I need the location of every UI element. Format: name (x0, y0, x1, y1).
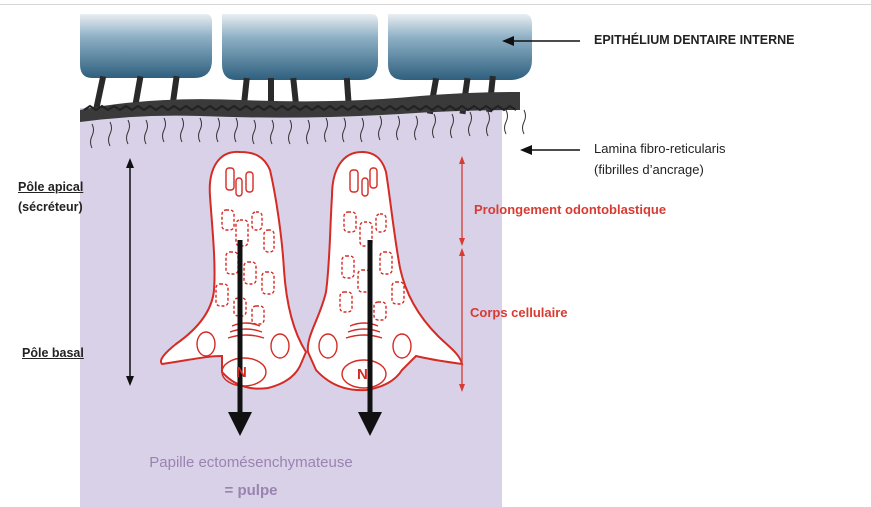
pole-basal-label: Pôle basal (22, 346, 84, 360)
lamina-label-line1: Lamina fibro-reticularis (594, 141, 726, 156)
corps-cellulaire-label: Corps cellulaire (470, 305, 568, 320)
pulp-region (80, 108, 502, 507)
epithelium-label: EPITHÉLIUM DENTAIRE INTERNE (594, 33, 794, 47)
lamina-label-line2: (fibrilles d’ancrage) (594, 162, 704, 177)
epithelium-cells (80, 14, 532, 80)
nucleus-label-right: N (357, 366, 368, 383)
pulpe-label: = pulpe (80, 482, 422, 499)
pole-apical-sublabel: (sécréteur) (18, 200, 83, 214)
nucleus-label-left: N (236, 364, 247, 381)
prolongement-label: Prolongement odontoblastique (474, 202, 666, 217)
pole-apical-label: Pôle apical (18, 180, 83, 194)
papille-label: Papille ectomésenchymateuse (80, 454, 422, 471)
